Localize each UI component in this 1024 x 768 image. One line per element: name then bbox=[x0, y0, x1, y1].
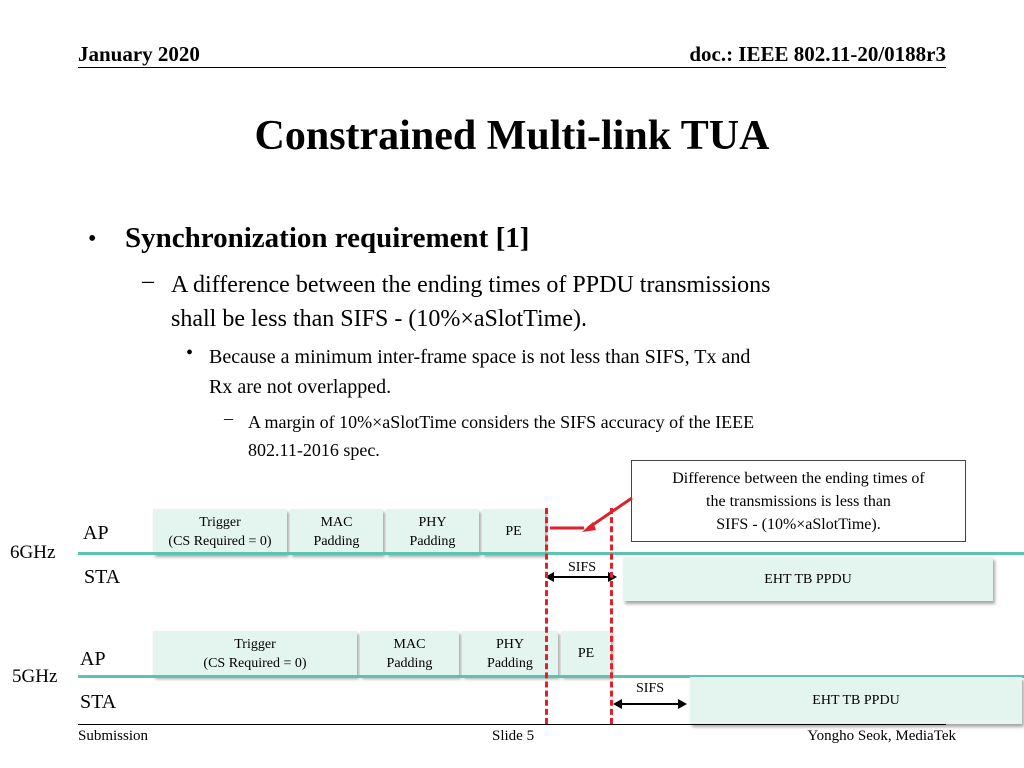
band5-sifs-arrow bbox=[613, 699, 687, 709]
bullet-level3-line2: Rx are not overlapped. bbox=[209, 376, 392, 398]
bullet-level4-line2: 802.11-2016 spec. bbox=[248, 440, 380, 460]
header-doc-id: doc.: IEEE 802.11-20/0188r3 bbox=[689, 42, 946, 66]
band6-label: 6GHz bbox=[10, 542, 56, 563]
footer-author: Yongho Seok, MediaTek bbox=[807, 728, 956, 744]
band5-mac-padding: MAC Padding bbox=[360, 631, 459, 676]
band5-trigger-line2: (CS Required = 0) bbox=[203, 655, 307, 671]
band5-sta-label: STA bbox=[80, 691, 117, 713]
callout-box: Difference between the ending times of t… bbox=[631, 460, 966, 542]
band5-timeline bbox=[78, 675, 1024, 678]
dash-marker-level4: – bbox=[224, 408, 233, 428]
callout-line2: the transmissions is less than bbox=[706, 493, 891, 510]
band6-trigger-line1: Trigger bbox=[199, 514, 241, 530]
band5-label: 5GHz bbox=[12, 666, 58, 687]
header-date: January 2020 bbox=[78, 42, 200, 66]
bullet-level3: Because a minimum inter-frame space is n… bbox=[209, 342, 929, 402]
band6-ap-label: AP bbox=[83, 522, 109, 544]
band5-sifs-arrow-right bbox=[678, 699, 687, 709]
band5-pe-text: PE bbox=[577, 646, 595, 661]
band5-eht-text: EHT TB PPDU bbox=[812, 693, 900, 708]
band6-pe-text: PE bbox=[505, 524, 522, 539]
band5-phy-line1: PHY bbox=[495, 636, 524, 652]
band6-mac-line2: Padding bbox=[313, 533, 360, 549]
band6-mac-line1: MAC bbox=[320, 514, 353, 530]
band6-sifs-label: SIFS bbox=[568, 560, 597, 575]
band5-eht-tb-ppdu: EHT TB PPDU bbox=[690, 677, 1022, 724]
band6-eht-tb-ppdu: EHT TB PPDU bbox=[623, 557, 993, 601]
bullet-level2-line2: shall be less than SIFS - (10%×aSlotTime… bbox=[171, 306, 587, 332]
callout-arrow bbox=[550, 496, 633, 532]
band6-phy-line1: PHY bbox=[418, 514, 447, 530]
band5-phy-line2: Padding bbox=[487, 655, 533, 671]
band5-sifs-label: SIFS bbox=[636, 681, 665, 696]
callout-line1: Difference between the ending times of bbox=[672, 470, 925, 487]
band5-mac-line2: Padding bbox=[386, 655, 433, 671]
band5-trigger-frame: Trigger (CS Required = 0) bbox=[153, 631, 357, 676]
callout-line3: SIFS - (10%×aSlotTime). bbox=[716, 516, 881, 533]
red-dashed-marker-left bbox=[545, 508, 548, 724]
band6-sta-label: STA bbox=[84, 566, 121, 588]
band6-pe: PE bbox=[482, 509, 545, 554]
band5-phy-padding: PHY Padding bbox=[462, 631, 558, 676]
band5-mac-line1: MAC bbox=[393, 636, 426, 652]
bullet-marker: • bbox=[88, 226, 97, 252]
band6-timeline bbox=[78, 552, 1024, 555]
band5-pe: PE bbox=[561, 631, 611, 676]
bullet-level2-line1: A difference between the ending times of… bbox=[171, 272, 771, 298]
band5-trigger-line1: Trigger bbox=[234, 636, 276, 652]
bullet-level3-line1: Because a minimum inter-frame space is n… bbox=[209, 346, 751, 368]
footer-rule bbox=[78, 724, 946, 725]
band6-phy-padding: PHY Padding bbox=[386, 509, 479, 554]
dash-marker-level2: – bbox=[142, 268, 154, 294]
band6-phy-line2: Padding bbox=[409, 533, 456, 549]
footer-submission: Submission bbox=[78, 728, 149, 744]
band6-sifs-arrow bbox=[545, 572, 617, 582]
bullet-marker-level3: • bbox=[186, 342, 194, 364]
slide-title: Constrained Multi-link TUA bbox=[254, 113, 770, 159]
red-dashed-marker-right bbox=[610, 508, 613, 724]
band5-ap-label: AP bbox=[80, 648, 106, 670]
band5-sifs-arrow-left bbox=[613, 699, 622, 709]
bullet-level1: Synchronization requirement [1] bbox=[125, 222, 530, 254]
band6-trigger-frame: Trigger (CS Required = 0) bbox=[153, 509, 287, 554]
header-rule bbox=[78, 67, 946, 68]
band6-sifs-arrow-left bbox=[545, 572, 554, 582]
band6-mac-padding: MAC Padding bbox=[290, 509, 383, 554]
footer-slide-number: Slide 5 bbox=[492, 728, 535, 744]
bullet-level2: A difference between the ending times of… bbox=[171, 268, 931, 336]
band6-trigger-line2: (CS Required = 0) bbox=[168, 533, 272, 549]
band6-eht-text: EHT TB PPDU bbox=[764, 571, 852, 587]
bullet-level4: A margin of 10%×aSlotTime considers the … bbox=[248, 408, 928, 464]
bullet-level4-line1: A margin of 10%×aSlotTime considers the … bbox=[248, 412, 755, 432]
callout-arrow-head bbox=[582, 522, 596, 532]
